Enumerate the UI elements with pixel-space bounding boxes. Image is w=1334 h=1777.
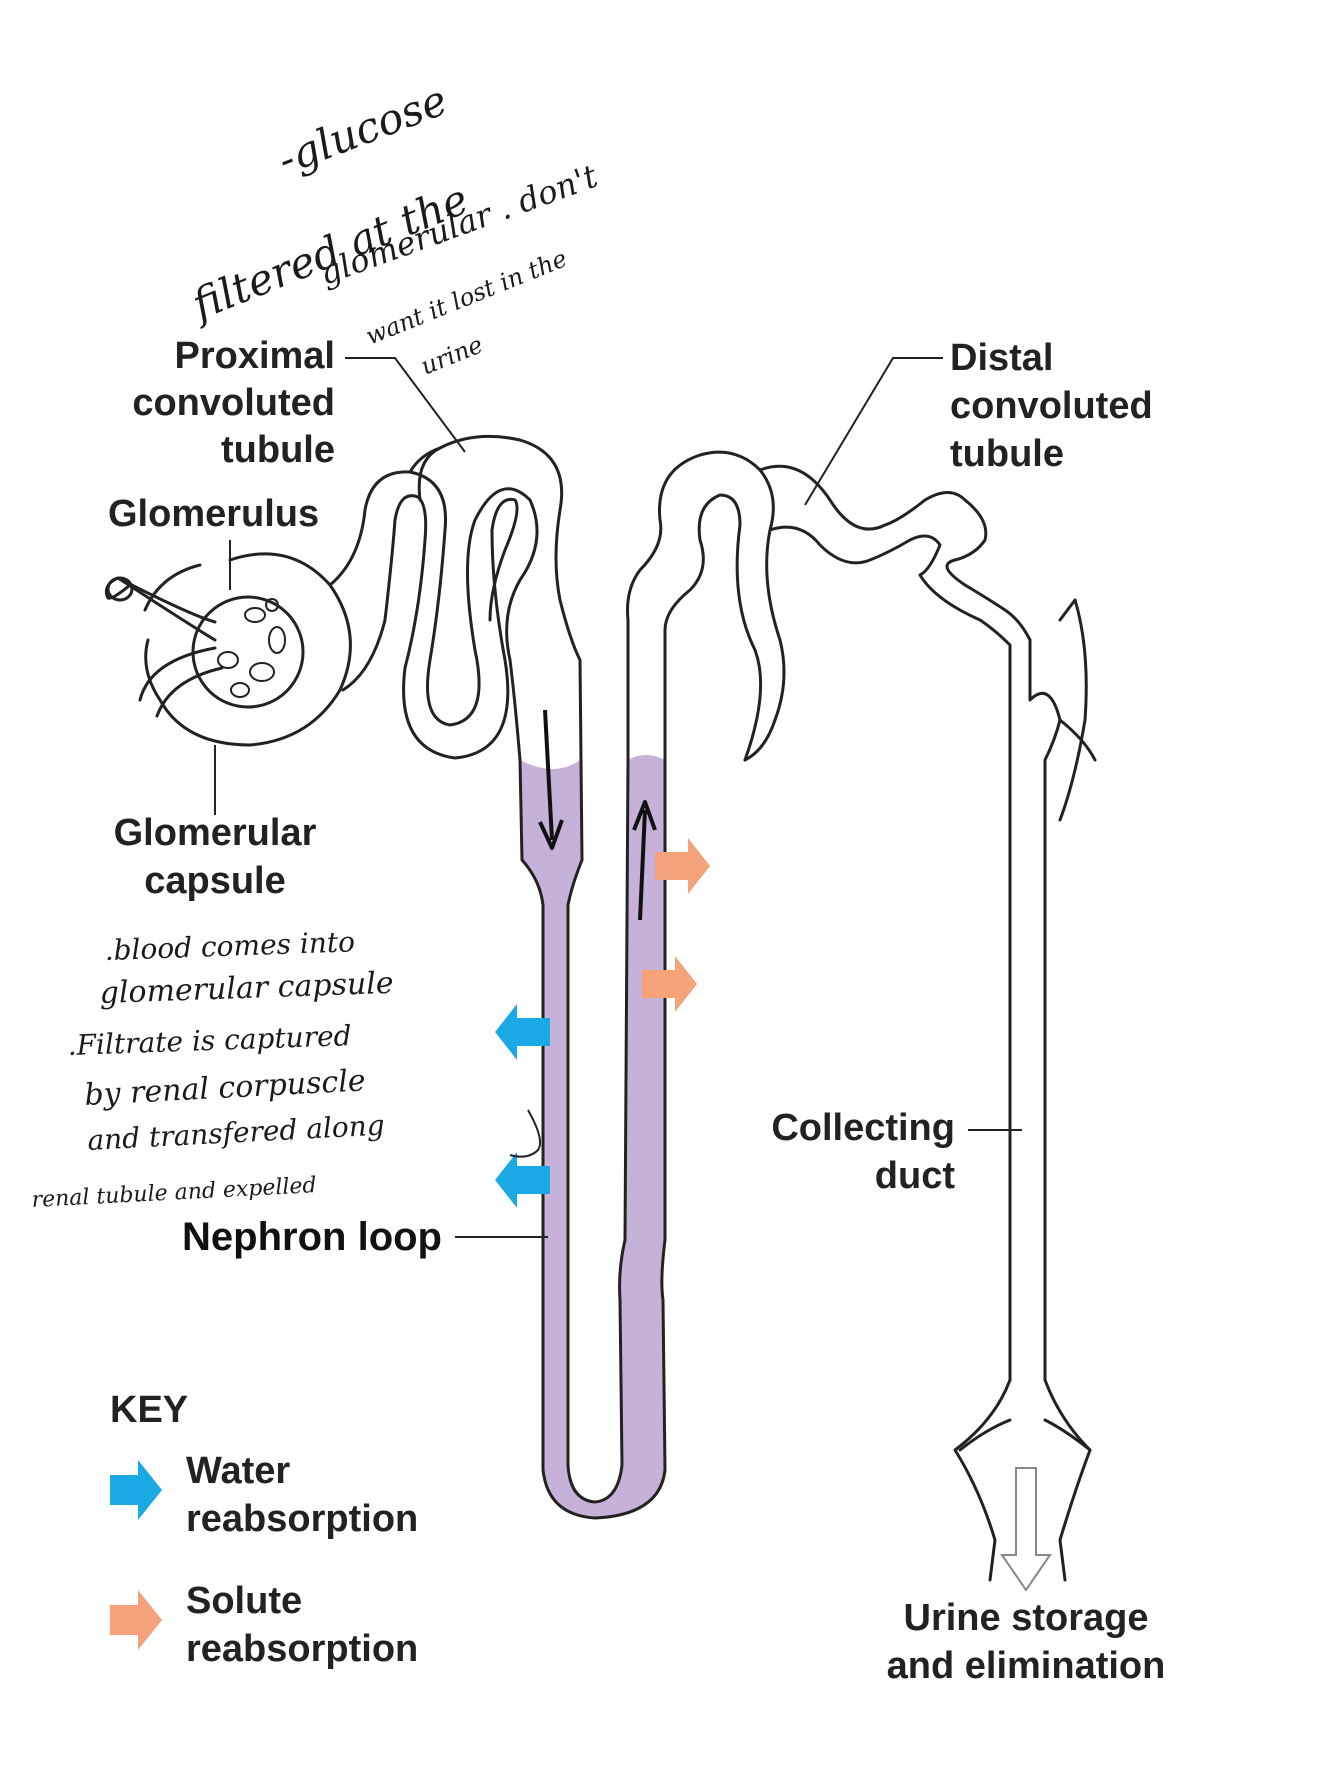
proximal-leader-line xyxy=(345,357,466,453)
legend-solute-arrow-icon xyxy=(110,1590,162,1650)
svg-text:tubule: tubule xyxy=(950,433,1064,475)
svg-text:glomerular capsule: glomerular capsule xyxy=(99,966,394,1011)
distal-tubule-label: Distal convoluted tubule xyxy=(950,337,1153,475)
legend-solute-label: Solute xyxy=(186,1580,302,1622)
svg-text:tubule: tubule xyxy=(221,429,335,471)
nephron-loop-fill xyxy=(520,755,665,1518)
svg-text:Distal: Distal xyxy=(950,337,1053,379)
glomerulus-shape xyxy=(191,595,305,709)
svg-text:convoluted: convoluted xyxy=(950,385,1153,427)
legend: KEY Water reabsorption Solute reabsorpti… xyxy=(110,1389,418,1670)
ascending-flow-arrow xyxy=(632,800,657,921)
svg-text:by renal corpuscle: by renal corpuscle xyxy=(84,1063,367,1113)
svg-text:Proximal: Proximal xyxy=(174,335,335,377)
urine-flow-arrow xyxy=(1000,1467,1052,1592)
water-reabsorption-arrow-1 xyxy=(495,1004,550,1060)
glomerular-capsule-label: Glomerular capsule xyxy=(114,812,317,902)
svg-text:duct: duct xyxy=(875,1155,956,1197)
svg-text:-glucose: -glucose xyxy=(271,75,454,184)
distal-leader-line xyxy=(804,357,943,506)
urine-label: Urine storage and elimination xyxy=(887,1597,1166,1687)
legend-title: KEY xyxy=(110,1389,188,1431)
svg-text:Urine storage: Urine storage xyxy=(904,1597,1149,1639)
svg-text:capsule: capsule xyxy=(144,860,286,902)
solute-reabsorption-arrow-1 xyxy=(655,838,710,894)
collecting-duct-label: Collecting duct xyxy=(771,1107,955,1197)
svg-text:and elimination: and elimination xyxy=(887,1645,1166,1687)
proximal-tubule-shape xyxy=(328,434,584,862)
svg-text:Glomerular: Glomerular xyxy=(114,812,317,854)
nephron-loop-label: Nephron loop xyxy=(182,1215,442,1259)
glomerulus-label: Glomerulus xyxy=(108,493,319,535)
water-reabsorption-arrow-2 xyxy=(495,1152,550,1208)
legend-water-label: Water xyxy=(186,1450,290,1492)
svg-text:urine: urine xyxy=(417,331,487,381)
distal-tubule-shape xyxy=(626,450,1077,1382)
svg-text:Collecting: Collecting xyxy=(771,1107,955,1149)
svg-text:.blood comes into: .blood comes into xyxy=(104,925,355,967)
svg-text:convoluted: convoluted xyxy=(132,382,335,424)
svg-text:reabsorption: reabsorption xyxy=(186,1628,418,1670)
svg-text:reabsorption: reabsorption xyxy=(186,1498,418,1540)
handwritten-bracket xyxy=(509,1109,541,1158)
proximal-tubule-label: Proximal convoluted tubule xyxy=(132,335,335,471)
afferent-arteriole-shape xyxy=(104,576,224,718)
handwritten-note-bottom: .blood comes into glomerular capsule .Fi… xyxy=(31,925,541,1213)
svg-text:and transfered along: and transfered along xyxy=(87,1108,386,1157)
legend-water-arrow-icon xyxy=(110,1460,162,1520)
svg-text:.Filtrate is captured: .Filtrate is captured xyxy=(67,1019,352,1062)
nephron-loop-outline xyxy=(518,758,667,1520)
glomerular-capsule-shape xyxy=(143,552,352,747)
solute-reabsorption-arrow-2 xyxy=(642,956,697,1012)
svg-text:renal tubule and expelled: renal tubule and expelled xyxy=(31,1173,317,1213)
collecting-duct-shape xyxy=(953,598,1097,1582)
descending-flow-arrow xyxy=(538,709,564,850)
